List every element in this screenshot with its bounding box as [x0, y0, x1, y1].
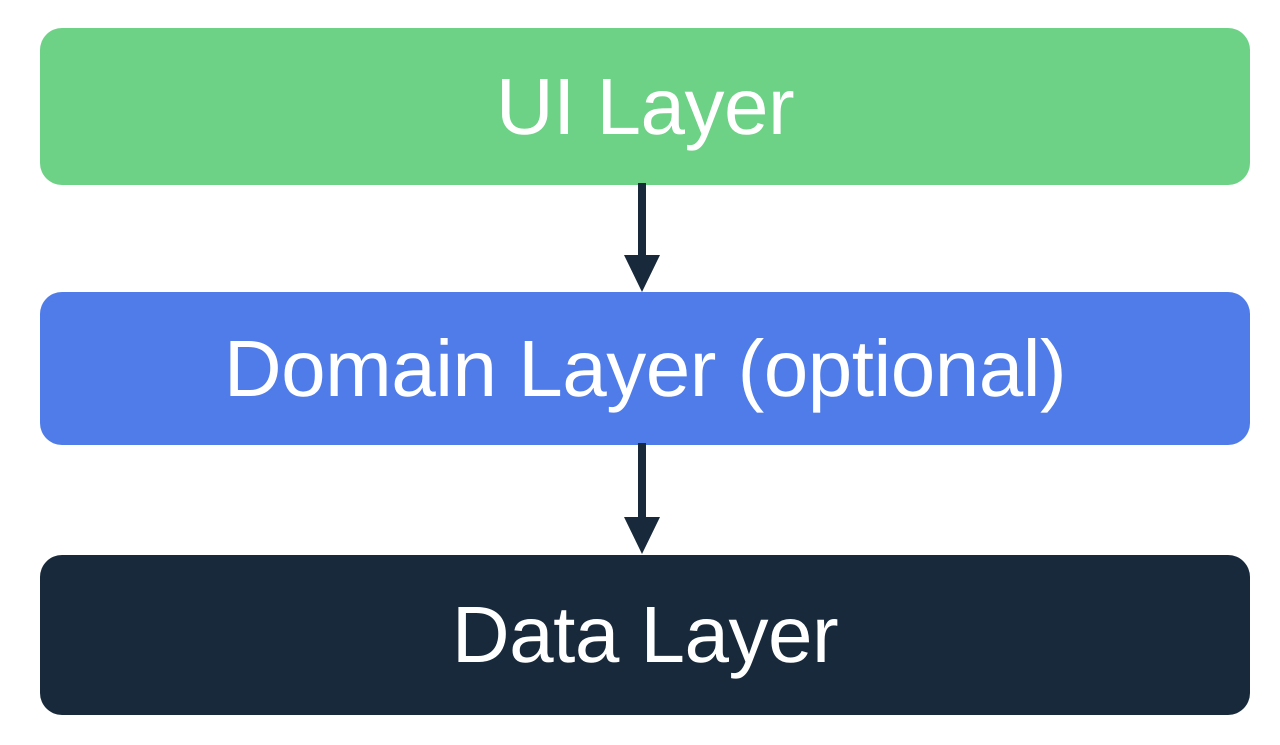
layer-box-domain[interactable]: Domain Layer (optional) [40, 292, 1250, 445]
layer-label-data: Data Layer [451, 590, 839, 679]
down-arrow-icon [624, 183, 660, 292]
down-arrow-icon [624, 443, 660, 554]
layer-box-data[interactable]: Data Layer [40, 555, 1250, 715]
connector-ui-to-domain [606, 183, 678, 295]
layer-box-ui[interactable]: UI Layer [40, 28, 1250, 185]
layer-label-ui: UI Layer [495, 61, 795, 151]
layer-label-domain: Domain Layer (optional) [223, 323, 1067, 413]
connector-domain-to-data [606, 443, 678, 557]
